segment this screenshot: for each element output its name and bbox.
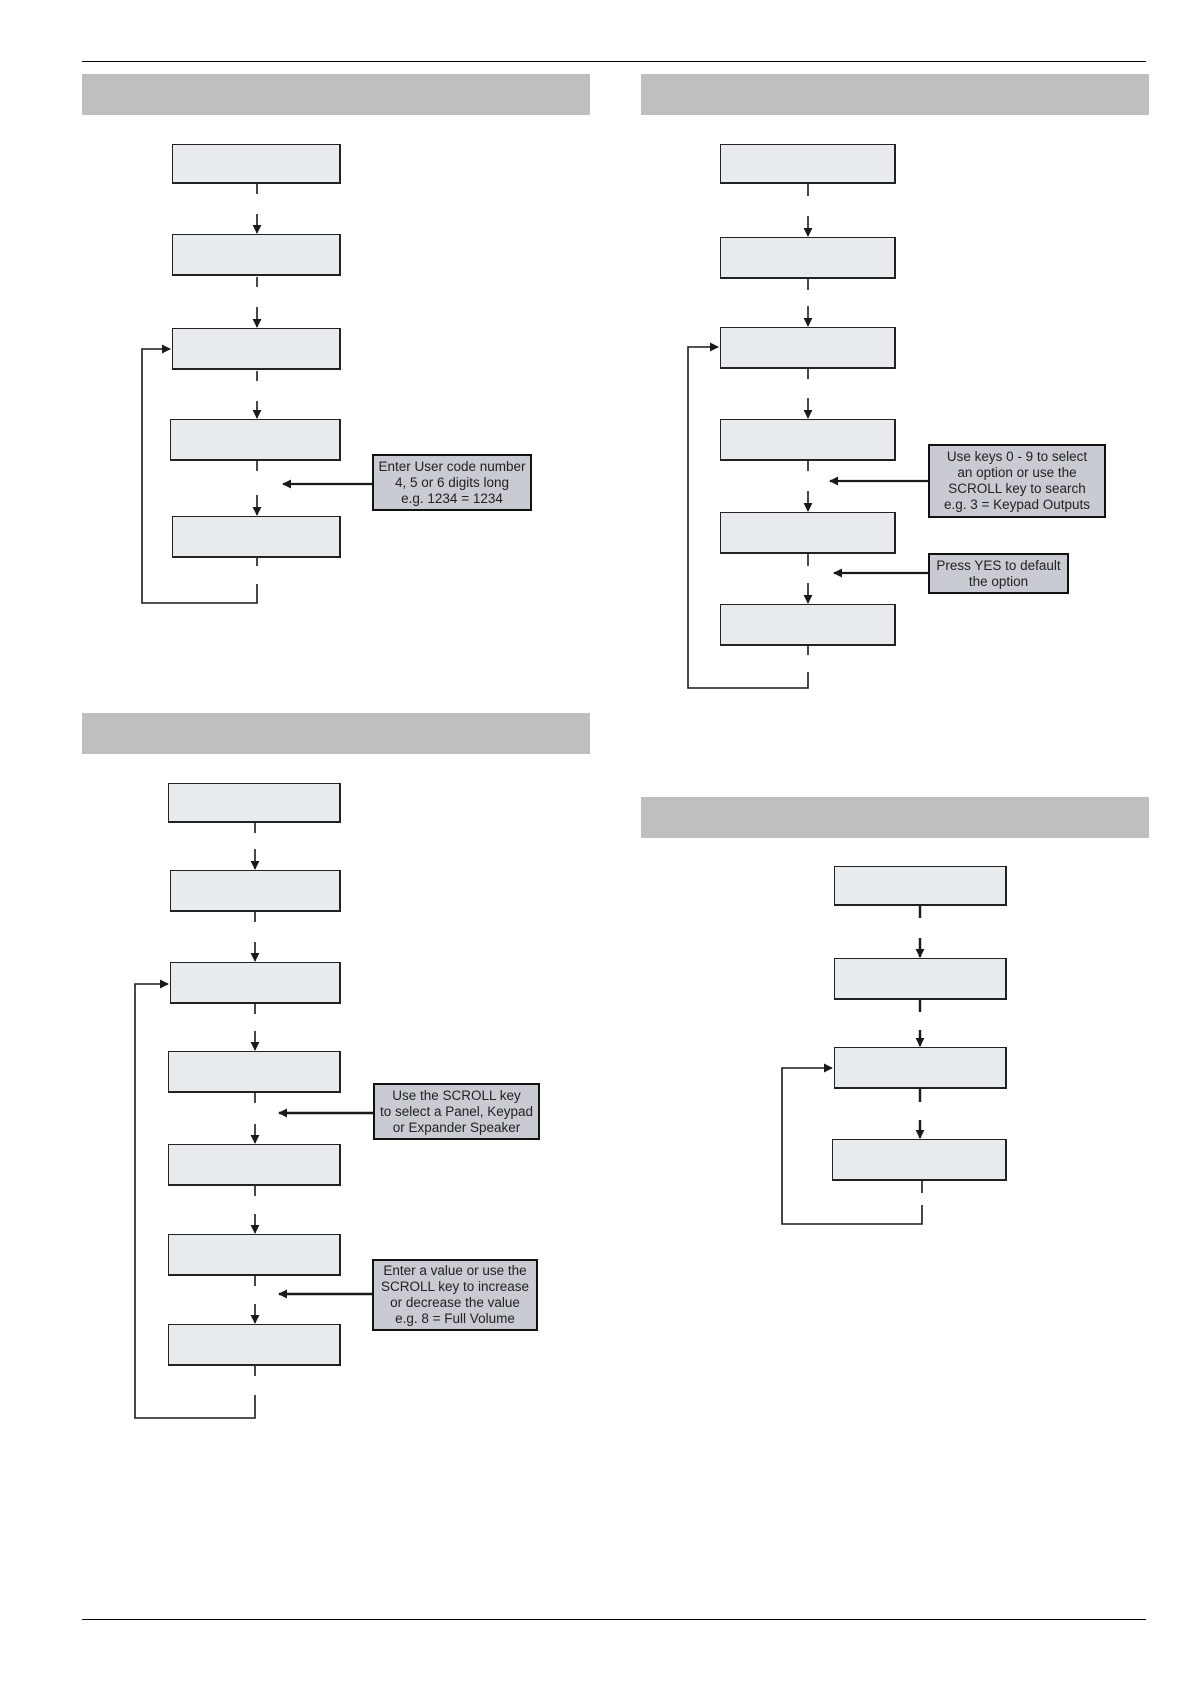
- lcd-box: [834, 1047, 1007, 1089]
- lcd-box: [720, 327, 896, 369]
- lcd-box: [720, 419, 896, 461]
- note-line: SCROLL key to increase: [380, 1279, 530, 1294]
- lcd-box: [720, 604, 896, 646]
- lcd-box: [720, 512, 896, 554]
- note-line: the option: [968, 573, 1029, 589]
- note-line: an option or use the: [957, 465, 1077, 480]
- lcd-box: [170, 962, 341, 1004]
- note-line: or decrease the value: [390, 1295, 520, 1310]
- lcd-box: [168, 1051, 341, 1093]
- lcd-box: [172, 328, 341, 370]
- bottom-rule: [82, 1619, 1146, 1620]
- section-header-bar-bottom-right: [641, 797, 1149, 838]
- note-line: or Expander Speaker: [392, 1119, 521, 1135]
- instruction-note: Enter User code number 4, 5 or 6 digits …: [372, 454, 532, 511]
- note-line: Use the SCROLL key: [392, 1087, 521, 1103]
- lcd-box: [172, 516, 341, 558]
- note-line: Press YES to default: [936, 557, 1061, 573]
- note-line: 4, 5 or 6 digits long: [394, 474, 510, 490]
- lcd-box: [168, 1234, 341, 1276]
- lcd-box: [834, 866, 1007, 906]
- lcd-box: [170, 419, 341, 461]
- lcd-box: [832, 1139, 1007, 1181]
- lcd-box: [168, 1324, 341, 1366]
- top-rule: [82, 61, 1146, 62]
- lcd-box: [168, 783, 341, 823]
- lcd-box: [834, 958, 1007, 1000]
- note-line: Enter a value or use the: [383, 1263, 527, 1278]
- note-line: SCROLL key to search: [948, 481, 1086, 496]
- note-line: to select a Panel, Keypad: [379, 1103, 534, 1119]
- section-header-bar-top-right: [641, 74, 1149, 115]
- lcd-box: [172, 234, 341, 276]
- note-line: e.g. 8 = Full Volume: [395, 1311, 515, 1326]
- note-line: Use keys 0 - 9 to select: [946, 449, 1088, 464]
- lcd-box: [170, 870, 341, 912]
- lcd-box: [720, 144, 896, 184]
- lcd-box: [172, 144, 341, 184]
- note-line: e.g. 3 = Keypad Outputs: [944, 497, 1090, 512]
- instruction-note: Use keys 0 - 9 to select an option or us…: [928, 444, 1106, 518]
- instruction-note: Press YES to default the option: [928, 553, 1069, 594]
- lcd-box: [168, 1144, 341, 1186]
- section-header-bar-top-left: [82, 74, 590, 115]
- instruction-note: Use the SCROLL key to select a Panel, Ke…: [373, 1083, 540, 1140]
- lcd-box: [720, 237, 896, 279]
- note-line: Enter User code number: [378, 458, 526, 474]
- instruction-note: Enter a value or use the SCROLL key to i…: [372, 1259, 538, 1331]
- section-header-bar-bottom-left: [82, 713, 590, 754]
- note-line: e.g. 1234 = 1234: [401, 490, 503, 506]
